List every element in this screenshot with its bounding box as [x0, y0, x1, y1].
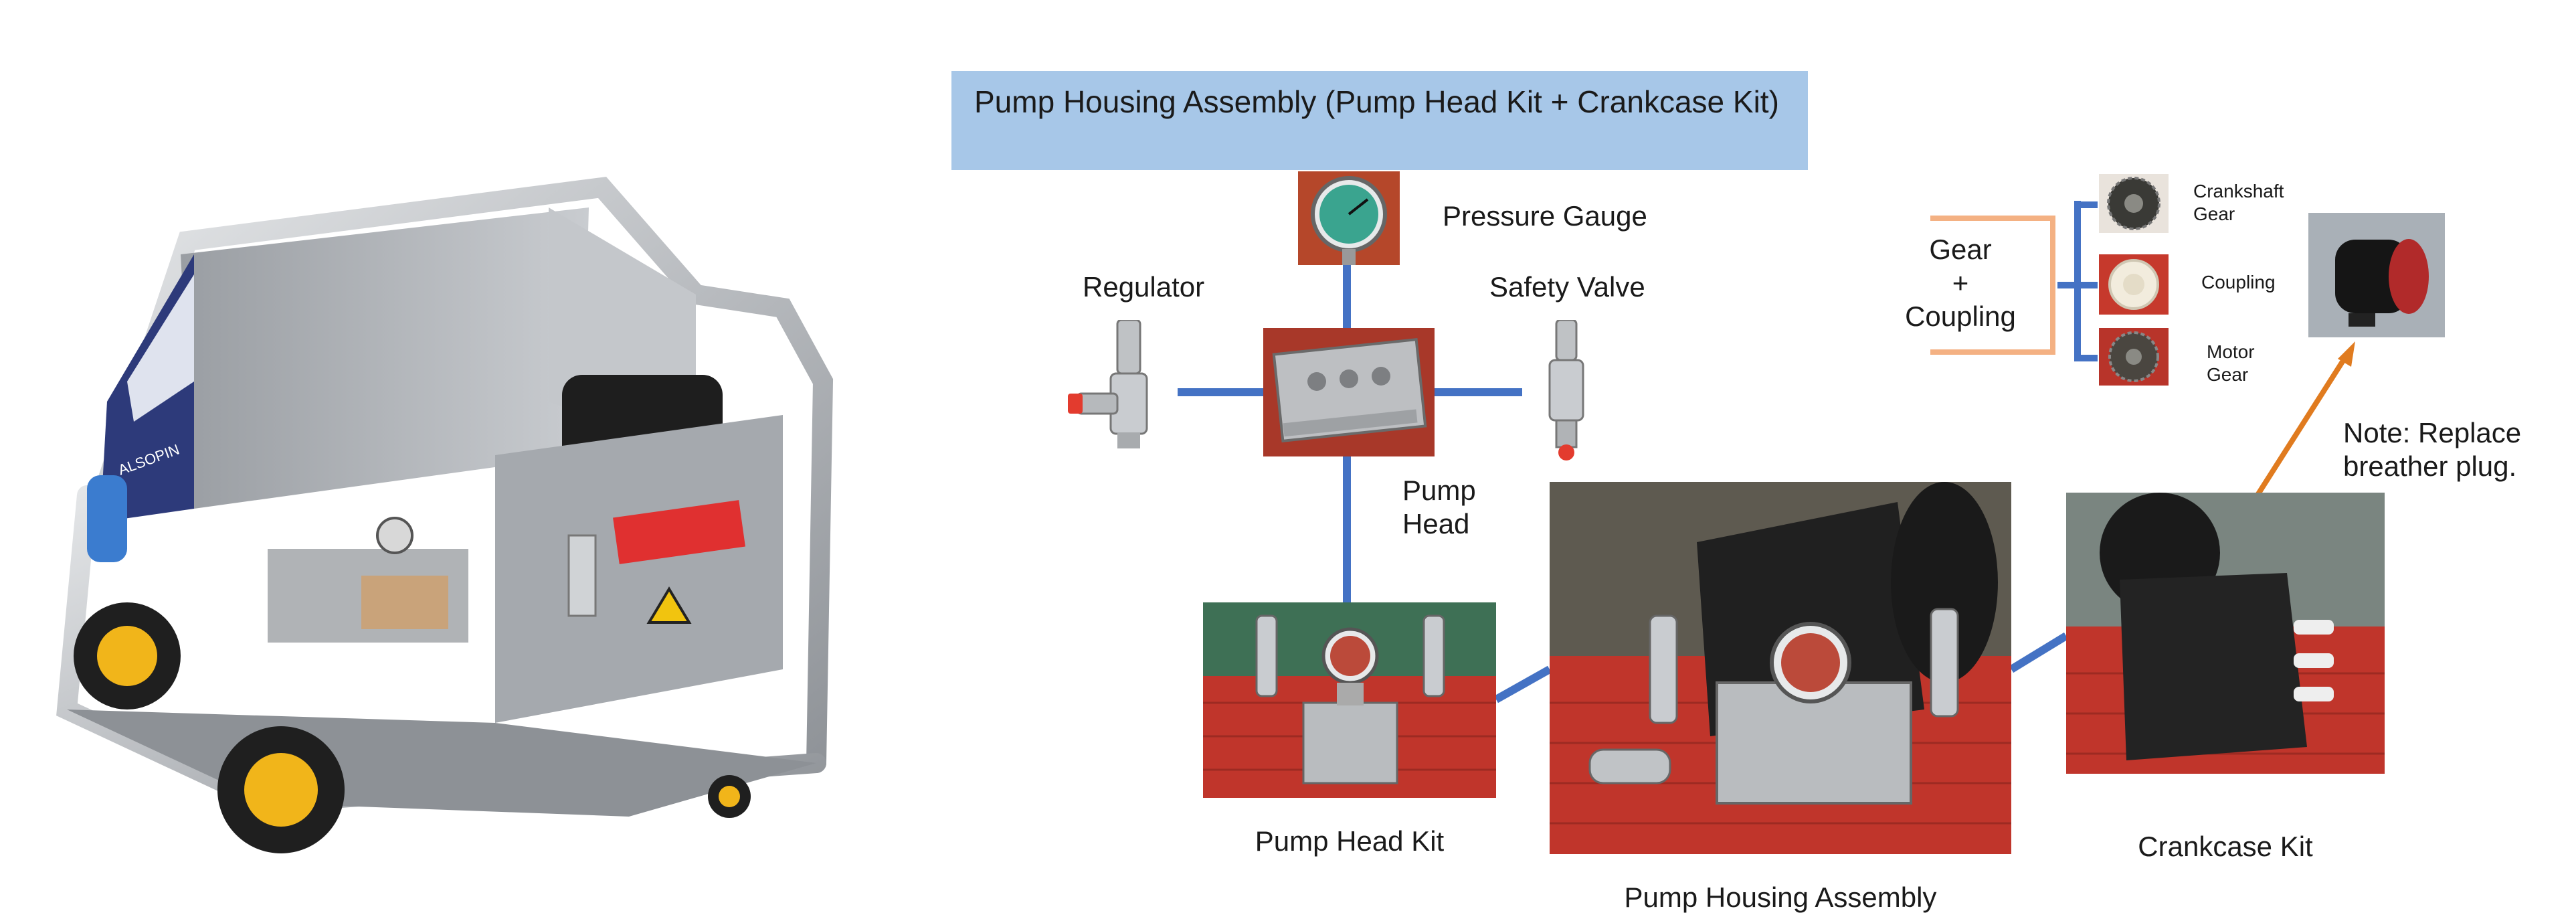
crankshaft-gear-image	[2099, 174, 2169, 233]
label-crankshaft-gear-line1: Crankshaft	[2193, 181, 2284, 201]
label-motor-gear-line2: Gear	[2207, 364, 2249, 385]
label-gear-line1: Gear	[1929, 234, 1992, 265]
diagram-title: Pump Housing Assembly (Pump Head Kit + C…	[951, 71, 1808, 170]
pump-housing-assembly-image	[1550, 482, 2011, 854]
label-motor-gear-line1: Motor	[2207, 341, 2255, 362]
pump-head-kit-image	[1203, 602, 1496, 798]
note-line2: breather plug.	[2343, 450, 2517, 482]
pump-head-image	[1263, 328, 1435, 456]
label-pressure-gauge: Pressure Gauge	[1443, 200, 1647, 232]
label-gear-line2: +	[1952, 267, 1969, 299]
label-pump-head-line2: Head	[1402, 508, 1470, 539]
coupling-image	[2099, 254, 2169, 315]
crankcase-kit-image	[2066, 493, 2385, 774]
breather-plug-image	[2308, 213, 2445, 337]
motor-gear-image	[2099, 328, 2169, 386]
label-coupling: Coupling	[2201, 272, 2276, 292]
label-gear-line3: Coupling	[1905, 301, 2016, 332]
label-regulator: Regulator	[1083, 271, 1205, 303]
label-pump-head-kit: Pump Head Kit	[1255, 825, 1445, 857]
label-pump-housing-assembly: Pump Housing Assembly	[1624, 882, 1937, 913]
label-safety-valve: Safety Valve	[1489, 271, 1645, 303]
label-crankcase-kit: Crankcase Kit	[2138, 831, 2313, 862]
label-pump-head-line1: Pump	[1402, 475, 1476, 506]
label-crankshaft-gear-line2: Gear	[2193, 203, 2235, 224]
safety-valve-image	[1532, 320, 1599, 467]
regulator-image	[1064, 320, 1171, 454]
note-line1: Note: Replace	[2343, 417, 2522, 448]
pressure-washer-image: ALSOPIN	[27, 161, 850, 857]
pressure-gauge-image	[1298, 171, 1400, 265]
